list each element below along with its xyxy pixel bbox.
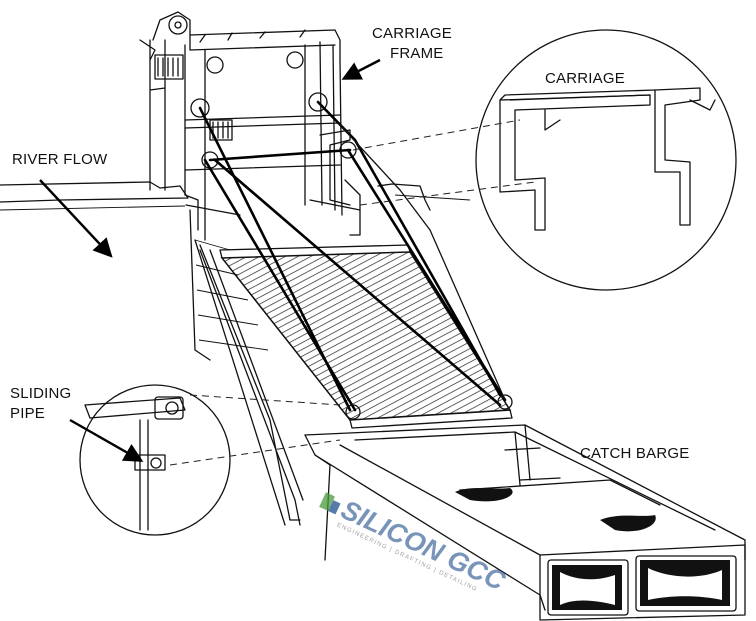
carriage-detail-inset xyxy=(475,29,737,291)
sliding-pipe-detail-inset xyxy=(79,384,231,536)
watermark-logo-icon xyxy=(319,492,341,515)
sliding-pipe-arrow xyxy=(69,418,144,462)
sliding-pipe-assembly xyxy=(199,249,513,526)
carriage-label: CARRIAGE xyxy=(545,70,625,87)
river-flow-label: RIVER FLOW xyxy=(12,151,108,168)
watermark-brand: SILICON GCC xyxy=(337,494,511,596)
sliding-pipe-label-line2: PIPE xyxy=(10,405,45,422)
hoist-cables xyxy=(198,100,507,412)
river-flow-arrow xyxy=(39,179,113,258)
catch-barge xyxy=(304,424,746,621)
trash-rack-screen xyxy=(219,244,513,429)
carriage-frame-label-line1: CARRIAGE xyxy=(372,25,452,42)
carriage-frame-arrow xyxy=(341,58,381,80)
detail-leader-lines xyxy=(169,119,536,466)
catch-barge-label: CATCH BARGE xyxy=(580,445,689,462)
river-bank xyxy=(0,181,471,211)
silicon-gcc-watermark: SILICON GCC ENGINEERING | DRAFTING | DET… xyxy=(319,492,511,597)
carriage-frame-label-line2: FRAME xyxy=(390,45,444,62)
sliding-pipe-label-line1: SLIDING xyxy=(10,385,71,402)
